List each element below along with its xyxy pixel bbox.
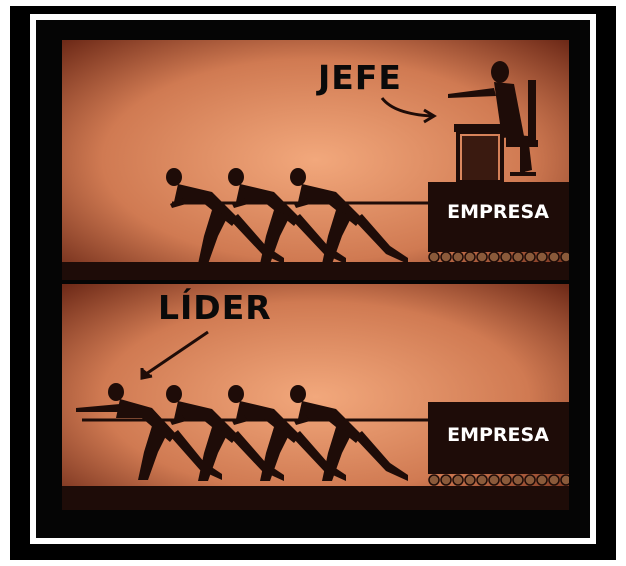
worker-figures <box>166 168 408 264</box>
lider-label: LÍDER <box>158 288 272 327</box>
boss-desk <box>454 124 510 184</box>
arrow-to-lider <box>140 330 209 380</box>
empresa-crate <box>428 402 569 474</box>
worker-3 <box>290 168 408 264</box>
ground <box>62 262 569 280</box>
ground <box>62 486 569 510</box>
arrow-to-jefe <box>380 97 437 124</box>
empresa-label-top: EMPRESA <box>447 201 549 223</box>
worker-figures <box>76 383 408 481</box>
empresa-crate <box>428 182 569 252</box>
jefe-label: JEFE <box>318 58 402 97</box>
lider-panel <box>62 284 569 510</box>
worker-3 <box>290 385 408 481</box>
jefe-panel <box>62 40 569 280</box>
boss-figure <box>448 61 532 172</box>
rollers <box>428 251 569 263</box>
rollers <box>428 474 569 486</box>
empresa-label-bottom: EMPRESA <box>447 424 549 446</box>
